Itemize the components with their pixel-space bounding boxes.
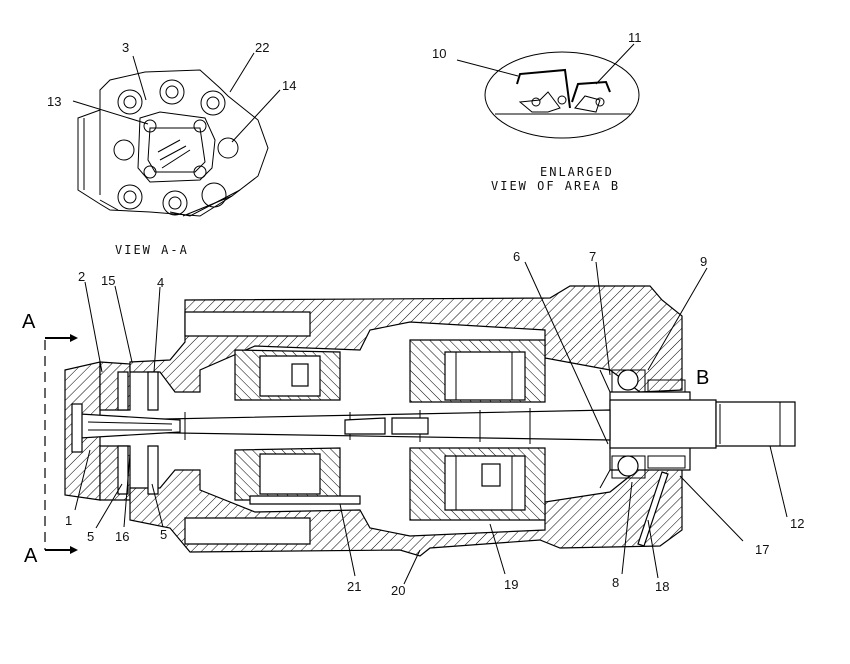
callout-22: 22 [255, 40, 269, 55]
callout-16: 16 [115, 529, 129, 544]
callout-18: 18 [655, 579, 669, 594]
callout-21: 21 [347, 579, 361, 594]
callout-10: 10 [432, 46, 446, 61]
callout-5-left: 5 [87, 529, 94, 544]
enlarged-caption-line2: VIEW OF AREA B [491, 179, 620, 193]
callout-5-right: 5 [160, 527, 167, 542]
section-mark-a-bottom: A [24, 545, 38, 567]
enlarged-view-b-drawing [456, 43, 640, 139]
callout-11: 11 [628, 30, 642, 45]
enlarged-caption-line1: ENLARGED [540, 165, 614, 179]
callout-17: 17 [755, 542, 769, 557]
section-mark-b: B [696, 367, 709, 389]
callout-8: 8 [612, 575, 619, 590]
callout-20: 20 [391, 583, 405, 598]
callout-1: 1 [65, 513, 72, 528]
callout-6: 6 [513, 249, 520, 264]
callout-3: 3 [122, 40, 129, 55]
callout-14: 14 [282, 78, 296, 93]
view-aa-drawing [72, 52, 281, 217]
callout-7: 7 [589, 249, 596, 264]
pump-section-drawing [44, 261, 796, 585]
section-mark-a-top: A [22, 311, 36, 333]
callout-15: 15 [101, 273, 115, 288]
callout-2: 2 [78, 269, 85, 284]
callout-9: 9 [700, 254, 707, 269]
callout-13: 13 [47, 94, 61, 109]
view-aa-caption: VIEW A-A [115, 243, 189, 257]
callout-19: 19 [504, 577, 518, 592]
callout-12: 12 [790, 516, 804, 531]
callout-4: 4 [157, 275, 164, 290]
